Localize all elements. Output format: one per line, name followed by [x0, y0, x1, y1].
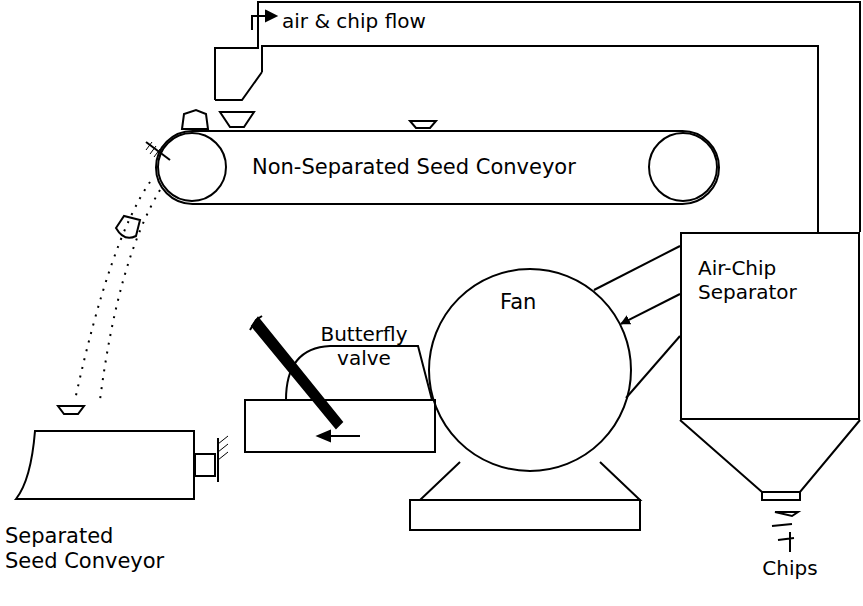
node-label: Air-Chip Separator: [698, 256, 844, 304]
seed: [182, 110, 208, 129]
outlet-arrowhead: [318, 431, 330, 441]
fan-base-plate: [410, 500, 640, 530]
wall-hatch: [218, 436, 228, 460]
hopper: [680, 420, 860, 492]
process-box: Non-Separated Seed Conveyor: [155, 130, 720, 205]
outlet-duct: [245, 400, 435, 452]
scraper-hatch: [146, 142, 160, 157]
node-label: Separated Seed Conveyor: [5, 524, 171, 574]
pulley: [649, 133, 717, 201]
chip: [775, 512, 798, 516]
fan-base: [420, 462, 640, 500]
falling-seed: [116, 216, 140, 238]
part-label: Chips: [740, 556, 840, 580]
conveyor-outline: [15, 430, 195, 500]
node-label: Non-Separated Seed Conveyor: [252, 155, 576, 180]
part-label: Butterfly valve: [308, 322, 420, 370]
scraper: [146, 142, 170, 160]
part-label: air & chip flow: [282, 9, 502, 33]
fan-inlet-duct: [594, 246, 680, 290]
node-label: Fan: [500, 290, 630, 315]
seed-trajectory: [75, 182, 150, 400]
hopper-outlet: [762, 492, 800, 500]
flow-connector: [621, 294, 680, 324]
suction-nozzle: [215, 72, 262, 100]
seed: [410, 121, 436, 128]
valve-handle: [250, 316, 262, 330]
seed: [58, 406, 84, 414]
drive-motor: [195, 454, 215, 476]
process-box: Air-Chip Separator: [680, 232, 860, 420]
seed: [220, 112, 254, 127]
fan-housing: Fan: [428, 268, 632, 472]
conveyor-box: Separated Seed Conveyor: [15, 430, 195, 500]
seed-trajectory: [100, 190, 160, 400]
flow-arrowhead: [266, 11, 276, 21]
air-duct-outer: [215, 2, 860, 232]
chip: [778, 532, 794, 552]
fan-inlet-duct: [626, 336, 680, 398]
chip: [772, 524, 792, 526]
pulley: [158, 133, 226, 201]
